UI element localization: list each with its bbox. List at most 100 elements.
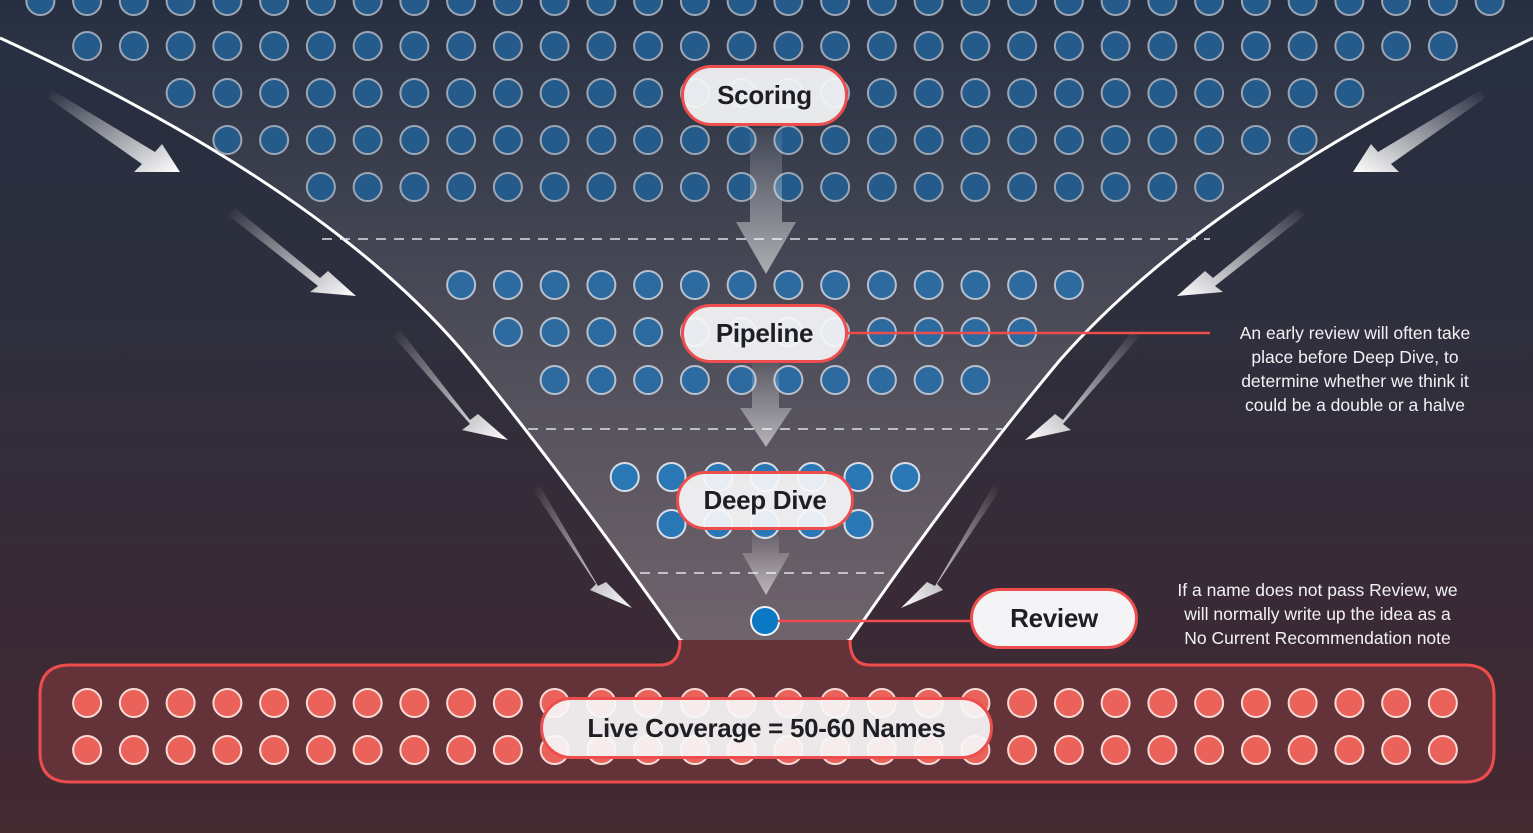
pipeline-dot — [679, 270, 710, 300]
pipeline-dot — [1007, 270, 1038, 300]
scoring-dot — [866, 0, 897, 16]
pipeline-dot — [446, 270, 477, 300]
scoring-dot — [1100, 125, 1131, 155]
scoring-dot — [1240, 0, 1271, 16]
scoring-dot — [446, 78, 477, 108]
scoring-dot — [212, 31, 243, 61]
pipeline-dot — [1053, 270, 1084, 300]
scoring-dot — [1287, 0, 1318, 16]
coverage-dot — [259, 688, 290, 718]
inflow-arrow-icon — [393, 330, 508, 440]
coverage-dot — [1334, 735, 1365, 765]
scoring-dot — [72, 31, 103, 61]
scoring-dot — [1007, 172, 1038, 202]
scoring-dot — [866, 78, 897, 108]
scoring-dot — [773, 31, 804, 61]
scoring-dot — [259, 31, 290, 61]
scoring-dot — [633, 125, 664, 155]
coverage-dot — [446, 688, 477, 718]
scoring-dot — [1053, 172, 1084, 202]
scoring-dot — [118, 0, 149, 16]
coverage-dot — [305, 688, 336, 718]
scoring-dot — [1100, 0, 1131, 16]
scoring-dot — [1334, 31, 1365, 61]
scoring-dot — [1427, 0, 1458, 16]
scoring-dot — [259, 78, 290, 108]
coverage-dot — [399, 688, 430, 718]
scoring-dot — [399, 78, 430, 108]
coverage-dot — [446, 735, 477, 765]
coverage-dot — [1100, 735, 1131, 765]
scoring-dot — [446, 0, 477, 16]
scoring-dot — [913, 172, 944, 202]
scoring-dot — [726, 31, 757, 61]
pipeline-dot — [539, 317, 570, 347]
scoring-dot — [1100, 78, 1131, 108]
inflow-arrow-icon — [48, 90, 180, 172]
scoring-dot — [305, 172, 336, 202]
scoring-dot — [1381, 0, 1412, 16]
scoring-dot — [960, 31, 991, 61]
scoring-dot — [305, 31, 336, 61]
scoring-dot — [72, 0, 103, 16]
scoring-dot — [165, 31, 196, 61]
scoring-dot — [305, 0, 336, 16]
pipeline-dot — [726, 270, 757, 300]
inflow-arrow-icon — [1177, 208, 1305, 296]
scoring-dot — [305, 125, 336, 155]
pipeline-note: An early review will often take place be… — [1205, 321, 1505, 417]
scoring-dot — [1147, 0, 1178, 16]
scoring-dot — [212, 125, 243, 155]
inflow-arrow-icon — [1353, 90, 1485, 172]
scoring-dot — [352, 31, 383, 61]
scoring-dot — [352, 0, 383, 16]
scoring-dot — [539, 172, 570, 202]
pipeline-dot — [773, 270, 804, 300]
coverage-dot — [1007, 735, 1038, 765]
deep-dive-dot — [843, 509, 874, 539]
scoring-dot — [25, 0, 56, 16]
scoring-dot — [820, 125, 851, 155]
coverage-dot — [72, 688, 103, 718]
scoring-dot — [1007, 78, 1038, 108]
scoring-dot — [352, 78, 383, 108]
coverage-dot — [1381, 688, 1412, 718]
pipeline-dot — [820, 270, 851, 300]
scoring-dot — [679, 0, 710, 16]
scoring-dot — [118, 31, 149, 61]
scoring-dot — [1287, 78, 1318, 108]
scoring-dot — [1381, 31, 1412, 61]
down-arrow-icon — [736, 128, 796, 274]
pipeline-dot — [913, 365, 944, 395]
scoring-dot — [1194, 172, 1225, 202]
scoring-dot — [1147, 31, 1178, 61]
scoring-dot — [352, 172, 383, 202]
coverage-dot — [165, 735, 196, 765]
scoring-dot — [305, 78, 336, 108]
down-arrow-icon — [742, 535, 790, 595]
scoring-dot — [820, 31, 851, 61]
coverage-dot — [212, 735, 243, 765]
note-line: An early review will often take — [1239, 323, 1471, 343]
coverage-dot — [1053, 735, 1084, 765]
scoring-dot — [1147, 172, 1178, 202]
coverage-dot — [1287, 735, 1318, 765]
scoring-dot — [726, 0, 757, 16]
scoring-dot — [1240, 31, 1271, 61]
scoring-dot — [586, 31, 617, 61]
scoring-dot — [1100, 172, 1131, 202]
scoring-dot — [259, 0, 290, 16]
pipeline-dot — [586, 317, 617, 347]
scoring-dot — [1053, 31, 1084, 61]
scoring-dot — [492, 172, 523, 202]
inflow-arrows-right — [901, 90, 1485, 608]
scoring-dot — [913, 78, 944, 108]
scoring-dot — [1287, 31, 1318, 61]
stage-label-live-coverage: Live Coverage = 50-60 Names — [540, 697, 993, 759]
coverage-dot — [165, 688, 196, 718]
pipeline-dot — [820, 365, 851, 395]
scoring-dot — [586, 172, 617, 202]
note-line: place before Deep Dive, to — [1251, 347, 1459, 367]
scoring-dot — [586, 0, 617, 16]
scoring-dot — [1427, 31, 1458, 61]
